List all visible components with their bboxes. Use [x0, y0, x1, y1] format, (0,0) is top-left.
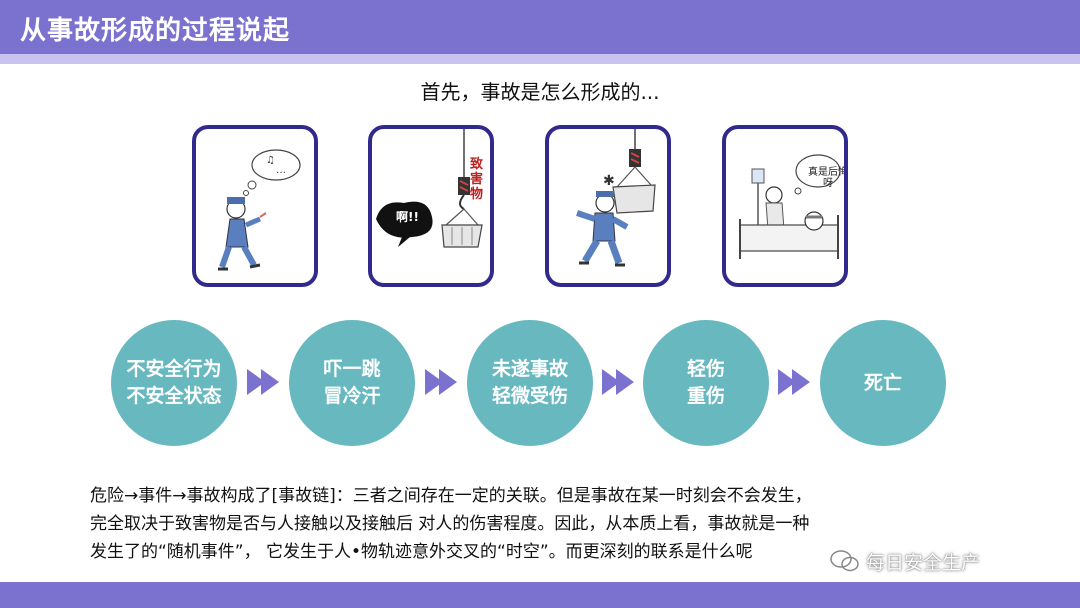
stage-label-line1: 不安全行为 — [126, 358, 222, 380]
watermark-text: 每日安全生产 — [866, 551, 981, 574]
svg-text:♫: ♫ — [266, 155, 275, 166]
footer-bar — [0, 582, 1080, 608]
stage-circle-unsafe: 不安全行为 不安全状态 — [111, 320, 237, 446]
stage-label-line1: 轻伤 — [686, 358, 725, 380]
stage-circle-injury: 轻伤 重伤 — [643, 320, 769, 446]
svg-text:✱: ✱ — [603, 173, 615, 189]
paragraph-line-2: 完全取决于致害物是否与人接触以及接触后 对人的伤害程度。因此，从本质上看，事故就… — [90, 514, 810, 534]
wechat-icon — [830, 550, 859, 572]
header-stripe — [0, 54, 1080, 64]
svg-text:…: … — [276, 165, 286, 176]
illustration-panel-2: 啊!! 致害物 — [368, 125, 494, 287]
header-bar: 从事故形成的过程说起 — [0, 0, 1080, 54]
explanation-paragraph: 危险→事件→事故构成了[事故链]：三者之间存在一定的关联。但是事故在某一时刻会不… — [90, 482, 1050, 566]
stage-label-line2: 轻微受伤 — [491, 385, 568, 407]
stage-label-line1: 死亡 — [863, 371, 902, 394]
harmful-object-label: 致害物 — [470, 157, 484, 202]
watermark: 每日安全生产 — [830, 544, 1070, 578]
paragraph-line-3: 发生了的“随机事件”， 它发生于人•物轨迹意外交叉的“时空”。而更深刻的联系是什… — [90, 542, 753, 562]
scream-bubble-text: 啊!! — [396, 209, 419, 224]
illustration-panel-3: ✱ — [545, 125, 671, 287]
illustration-panel-4: 真是后悔呀 — [722, 125, 848, 287]
stage-label-line2: 重伤 — [686, 385, 725, 407]
hanging-load-icon: 啊!! — [376, 129, 483, 248]
page-title: 从事故形成的过程说起 — [20, 16, 291, 46]
hospital-bed-icon — [739, 154, 841, 259]
stage-label-line1: 吓一跳 — [323, 358, 381, 380]
stage-label-line2: 不安全状态 — [126, 385, 222, 407]
worker-hit-icon: ✱ — [576, 129, 656, 267]
double-chevron-arrow-icon — [602, 369, 634, 395]
double-chevron-arrow-icon — [425, 369, 457, 395]
worker-relaxed-icon: ♫ … — [218, 149, 301, 271]
stage-circle-scare: 吓一跳 冒冷汗 — [289, 320, 415, 446]
paragraph-line-1: 危险→事件→事故构成了[事故链]：三者之间存在一定的关联。但是事故在某一时刻会不… — [90, 486, 812, 506]
stage-label-line2: 冒冷汗 — [323, 385, 381, 407]
regret-bubble-text: 真是后悔呀 — [808, 167, 848, 189]
stage-circle-death: 死亡 — [820, 320, 946, 446]
double-chevron-arrow-icon — [247, 369, 279, 395]
stage-label-line1: 未遂事故 — [491, 358, 568, 380]
double-chevron-arrow-icon — [778, 369, 810, 395]
illustration-panel-1: ♫ … — [192, 125, 318, 287]
subtitle: 首先，事故是怎么形成的... — [420, 80, 660, 104]
stage-circle-near-miss: 未遂事故 轻微受伤 — [467, 320, 593, 446]
